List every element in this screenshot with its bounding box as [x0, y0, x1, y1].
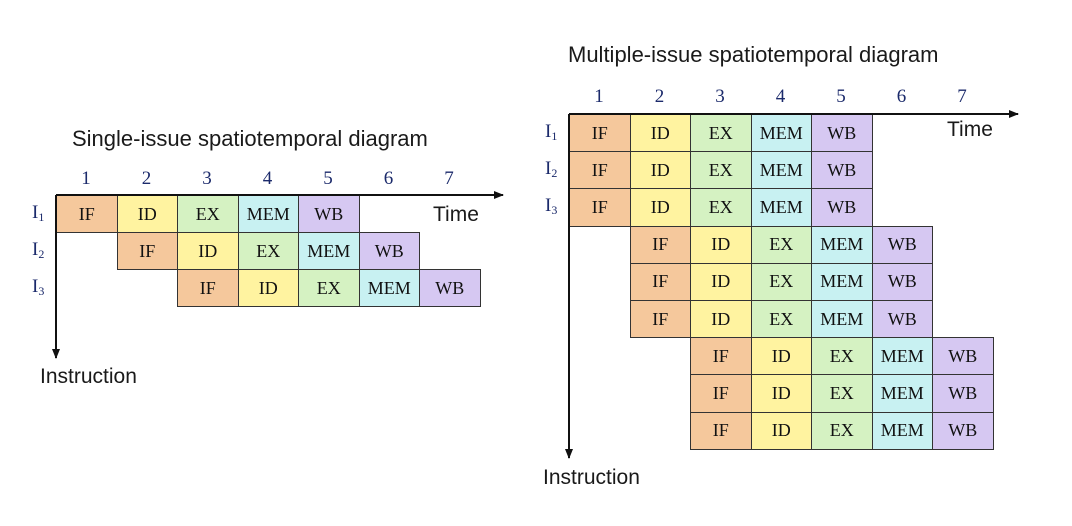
single-cell-mem: MEM: [358, 269, 420, 307]
multi-cell-ex: EX: [690, 151, 752, 190]
multi-cell-if: IF: [629, 262, 691, 301]
multi-cell-id: ID: [750, 374, 812, 413]
single-tick-5: 5: [323, 168, 333, 189]
multi-cell-ex: EX: [811, 337, 873, 376]
multi-tick-4: 4: [775, 86, 786, 107]
single-tick-3: 3: [202, 168, 212, 189]
multi-cell-id: ID: [750, 337, 812, 376]
multi-row-label-3: I3: [545, 195, 558, 218]
multi-tick-6: 6: [896, 86, 907, 107]
multi-row-label-1: I1: [545, 121, 558, 143]
multi-cell-id: ID: [690, 300, 752, 339]
single-cell-ex: EX: [298, 269, 360, 307]
multi-cell-wb: WB: [932, 374, 994, 413]
multi-cell-mem: MEM: [871, 411, 933, 450]
single-tick-7: 7: [444, 168, 454, 189]
multi-cell-id: ID: [629, 188, 691, 227]
multi-cell-wb: WB: [932, 411, 994, 450]
single-time-label: Time: [433, 203, 479, 226]
multiple-issue-title: Multiple-issue spatiotemporal diagram: [568, 42, 939, 67]
multi-cell-if: IF: [690, 374, 752, 413]
single-issue-title: Single-issue spatiotemporal diagram: [72, 126, 428, 151]
single-row-label-1: I1: [32, 202, 45, 224]
multi-cell-ex: EX: [811, 374, 873, 413]
single-cell-mem: MEM: [298, 232, 360, 270]
multi-tick-1: 1: [594, 86, 604, 107]
multi-cell-id: ID: [629, 151, 691, 190]
multiple-time-label: Time: [947, 118, 993, 141]
single-instruction-label: Instruction: [40, 365, 137, 388]
single-tick-1: 1: [81, 168, 91, 189]
multi-cell-if: IF: [690, 337, 752, 376]
multi-cell-id: ID: [690, 225, 752, 264]
multi-cell-if: IF: [569, 151, 631, 190]
multi-cell-id: ID: [750, 411, 812, 450]
single-row-label-2: I2: [32, 239, 45, 261]
single-row-label-3: I3: [32, 276, 45, 298]
multi-cell-mem: MEM: [811, 300, 873, 339]
single-cell-wb: WB: [358, 232, 420, 270]
single-tick-2: 2: [141, 168, 152, 189]
multi-tick-2: 2: [654, 86, 665, 107]
multi-cell-wb: WB: [811, 188, 873, 227]
multi-cell-mem: MEM: [750, 188, 812, 227]
multi-tick-7: 7: [957, 86, 967, 107]
multi-cell-wb: WB: [871, 300, 933, 339]
multi-cell-wb: WB: [932, 337, 994, 376]
single-tick-4: 4: [262, 168, 273, 189]
multi-cell-ex: EX: [690, 188, 752, 227]
multi-cell-if: IF: [629, 300, 691, 339]
multi-cell-id: ID: [629, 114, 691, 153]
multi-tick-3: 3: [715, 86, 725, 107]
single-cell-if: IF: [116, 232, 178, 270]
single-cell-if: IF: [177, 269, 239, 307]
single-tick-6: 6: [383, 168, 394, 189]
single-cell-wb: WB: [419, 269, 481, 307]
multiple-instruction-label: Instruction: [543, 466, 640, 489]
multi-cell-wb: WB: [871, 225, 933, 264]
multi-cell-wb: WB: [871, 262, 933, 301]
single-cell-id: ID: [237, 269, 299, 307]
multi-tick-5: 5: [836, 86, 846, 107]
single-cell-mem: MEM: [237, 195, 299, 233]
multi-row-label-2: I2: [545, 158, 558, 181]
